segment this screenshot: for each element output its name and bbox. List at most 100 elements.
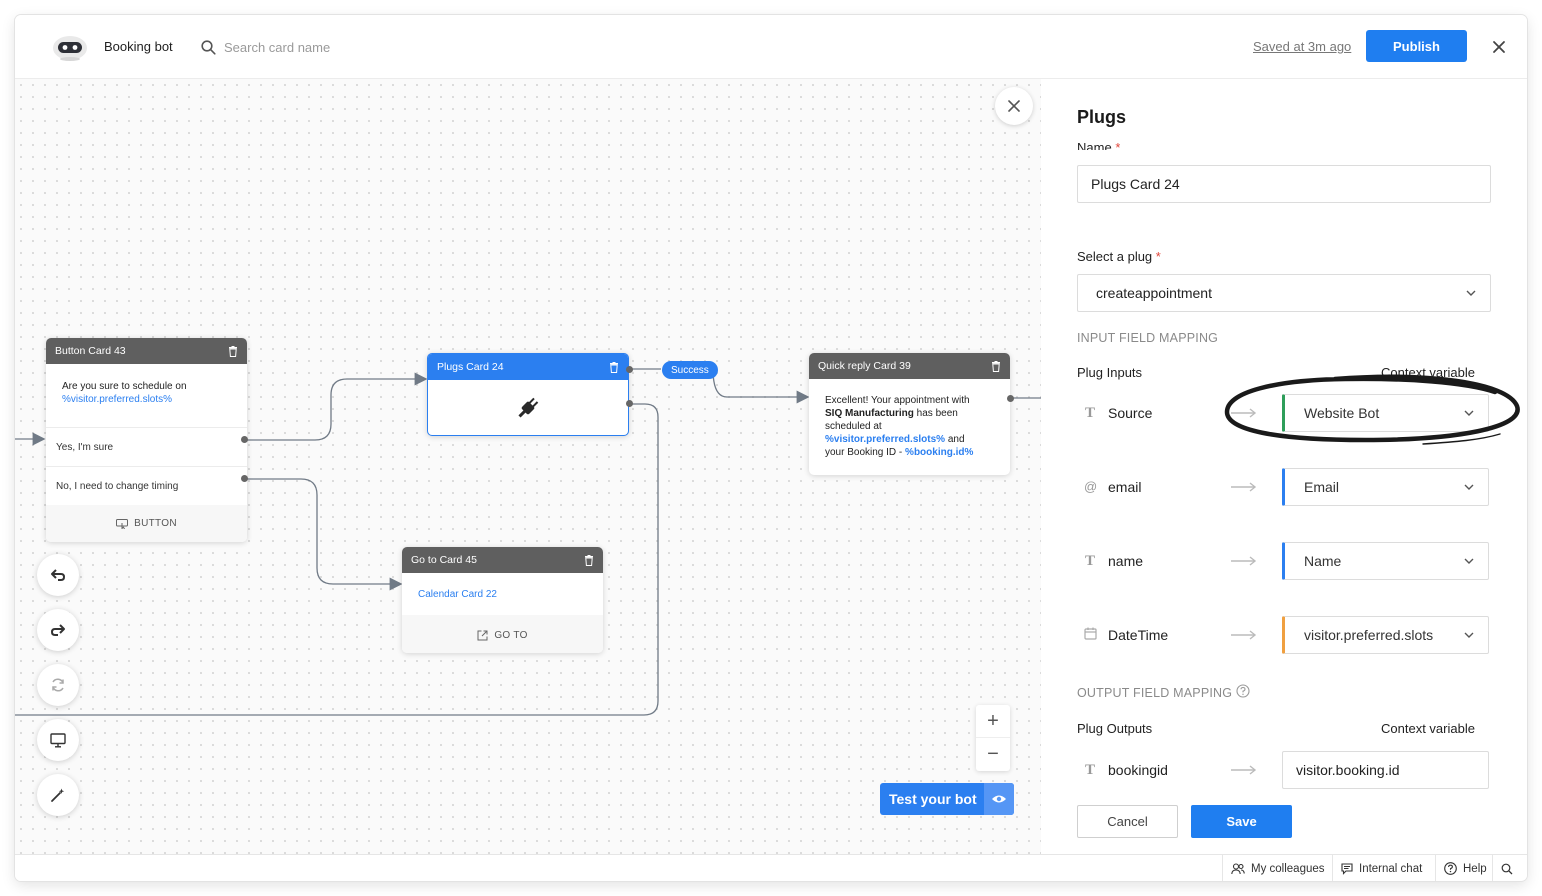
chevron-down-icon (1464, 410, 1474, 416)
button-icon (116, 518, 129, 529)
card-title: Quick reply Card 39 (818, 360, 911, 372)
quick-reply-card[interactable]: Quick reply Card 39 Excellent! Your appo… (809, 353, 1010, 475)
card-search[interactable] (201, 36, 444, 58)
save-button[interactable]: Save (1191, 805, 1292, 838)
people-icon (1231, 862, 1245, 874)
plug-select-label: Select a plug * (1077, 249, 1161, 264)
redo-button[interactable] (37, 609, 79, 651)
chevron-down-icon (1464, 632, 1474, 638)
search-icon (1501, 863, 1513, 874)
saved-status-link[interactable]: Saved at 3m ago (1253, 39, 1352, 54)
publish-button[interactable]: Publish (1366, 30, 1467, 62)
canvas-close-button[interactable] (995, 87, 1033, 125)
button-card[interactable]: Button Card 43 Are you sure to schedule … (46, 338, 247, 542)
select-value: Website Bot (1304, 405, 1380, 421)
help-label: Help (1463, 862, 1487, 875)
slots-variable: %visitor.preferred.slots% (825, 434, 946, 445)
datetime-context-select[interactable]: visitor.preferred.slots (1282, 616, 1489, 654)
auto-arrange-button[interactable] (37, 774, 79, 816)
message-text: Are you sure to schedule on (62, 381, 187, 392)
text-type-icon: T (1085, 762, 1096, 778)
output-port[interactable] (241, 475, 248, 482)
preview-button[interactable] (37, 719, 79, 761)
global-search-button[interactable] (1492, 855, 1527, 881)
button-option[interactable]: No, I need to change timing (46, 466, 247, 505)
plugs-card[interactable]: Plugs Card 24 (427, 353, 629, 436)
reply-message: Excellent! Your appointment with SIQ Man… (809, 379, 1010, 459)
input-name: email (1108, 479, 1142, 495)
magic-wand-icon (51, 788, 65, 802)
arrow-right-icon (1231, 556, 1257, 566)
my-colleagues-label: My colleagues (1251, 862, 1325, 875)
search-icon (201, 39, 216, 55)
goto-card[interactable]: Go to Card 45 Calendar Card 22 GO TO (402, 547, 603, 653)
close-icon[interactable] (1489, 37, 1509, 57)
bookingid-context-field[interactable]: visitor.booking.id (1282, 751, 1489, 789)
name-context-select[interactable]: Name (1282, 542, 1489, 580)
card-header: Go to Card 45 (402, 547, 603, 573)
output-port[interactable] (241, 436, 248, 443)
refresh-button[interactable] (37, 664, 79, 706)
text-type-icon: T (1085, 553, 1096, 569)
help-icon (1444, 862, 1457, 875)
internal-chat-button[interactable]: Internal chat (1332, 855, 1434, 881)
flow-canvas[interactable]: Button Card 43 Are you sure to schedule … (15, 79, 1041, 854)
success-badge: Success (662, 361, 718, 379)
name-value: Plugs Card 24 (1091, 176, 1180, 192)
trash-icon[interactable] (228, 345, 238, 357)
source-context-select[interactable]: Website Bot (1282, 394, 1489, 432)
email-context-select[interactable]: Email (1282, 468, 1489, 506)
trash-icon[interactable] (609, 361, 619, 373)
chevron-down-icon (1464, 484, 1474, 490)
my-colleagues-button[interactable]: My colleagues (1222, 855, 1330, 881)
failure-port[interactable] (626, 400, 633, 407)
card-footer: GO TO (402, 615, 603, 653)
close-icon (1008, 100, 1020, 112)
card-header: Quick reply Card 39 (809, 353, 1010, 379)
chat-icon (1341, 862, 1353, 875)
output-port[interactable] (1007, 395, 1014, 402)
eye-icon[interactable] (984, 783, 1014, 815)
select-value: visitor.preferred.slots (1304, 627, 1434, 643)
top-bar: Booking bot Saved at 3m ago Publish (15, 15, 1527, 79)
input-name: name (1108, 553, 1144, 569)
status-bar: My colleagues Internal chat Help (15, 854, 1527, 881)
external-link-icon (477, 630, 488, 640)
undo-button[interactable] (37, 554, 79, 596)
plug-select[interactable]: createappointment (1077, 274, 1491, 312)
arrow-right-icon (1231, 408, 1257, 418)
undo-icon (51, 569, 66, 581)
card-type-label: GO TO (494, 629, 528, 641)
cancel-button[interactable]: Cancel (1077, 805, 1178, 838)
card-header: Plugs Card 24 (428, 354, 628, 380)
monitor-icon (50, 732, 66, 748)
arrow-right-icon (1231, 482, 1257, 492)
help-circle-icon[interactable] (1236, 684, 1250, 698)
plug-select-value: createappointment (1096, 285, 1212, 301)
select-value: Name (1304, 553, 1342, 569)
card-title: Button Card 43 (55, 345, 126, 357)
zoom-out-button[interactable]: − (987, 743, 999, 765)
zoom-in-button[interactable]: + (976, 705, 1010, 738)
refresh-icon (52, 678, 64, 692)
trash-icon[interactable] (991, 360, 1001, 372)
text-type-icon: T (1085, 405, 1096, 421)
arrow-right-icon (1231, 630, 1257, 640)
panel-title: Plugs (1077, 107, 1127, 127)
name-field[interactable]: Plugs Card 24 (1077, 165, 1491, 203)
bot-name: Booking bot (104, 39, 173, 54)
plug-inputs-label: Plug Inputs (1077, 365, 1143, 380)
trash-icon[interactable] (584, 554, 594, 566)
search-input[interactable] (224, 39, 444, 55)
test-bot-button[interactable]: Test your bot (880, 783, 1014, 815)
internal-chat-label: Internal chat (1359, 862, 1423, 875)
success-port[interactable] (626, 366, 633, 373)
zoom-controls: + − (976, 705, 1010, 771)
select-value: Email (1304, 479, 1340, 495)
connection-lines (15, 368, 1041, 716)
button-option[interactable]: Yes, I'm sure (46, 427, 247, 466)
goto-target[interactable]: Calendar Card 22 (418, 589, 497, 600)
bot-avatar-icon (53, 36, 87, 61)
help-button[interactable]: Help (1435, 855, 1491, 881)
message-variable: %visitor.preferred.slots% (62, 394, 173, 405)
